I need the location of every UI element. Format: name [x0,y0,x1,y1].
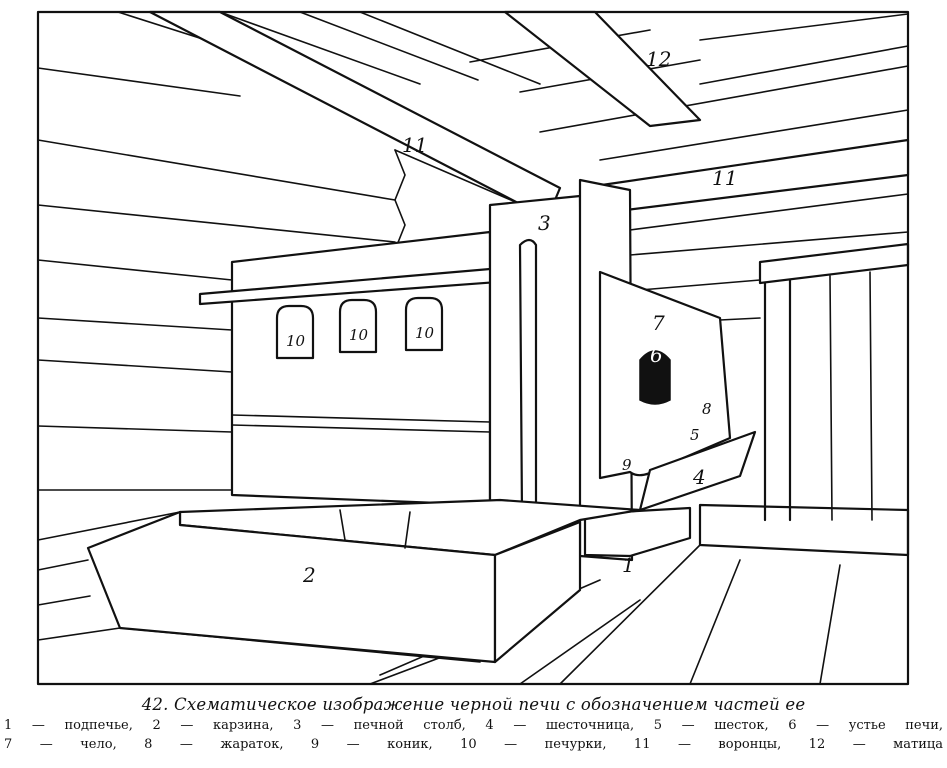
label-matitsa: 12 [646,47,671,71]
pechurki [275,296,444,360]
label-pechnoy-stolb: 3 [538,211,551,235]
label-pechurka-3: 10 [415,324,435,342]
label-konik: 9 [622,456,632,474]
label-ustye: 6 [650,343,663,367]
legend-line-2: 7 — чело, 8 — жараток, 9 — коник, 10 — п… [4,737,943,752]
label-voronets-left: 11 [402,133,427,157]
figure-caption: 42. Схематическое изображение черной печ… [0,694,947,754]
legend-line-1: 1 — подпечье, 2 — карзина, 3 — печной ст… [4,718,943,733]
label-karzina: 2 [302,563,316,587]
stove-diagram-svg: 1 2 3 4 5 6 7 8 9 10 10 10 11 11 12 [36,10,910,686]
caption-title: 42. Схематическое изображение черной печ… [141,695,806,714]
ceiling-beams [148,10,910,214]
stove-body [86,178,757,664]
label-voronets-right: 11 [712,166,737,190]
label-pechurka-1: 10 [286,332,306,350]
label-pechurka-2: 10 [349,326,369,344]
label-shestok: 5 [690,426,700,444]
caption-legend: 1 — подпечье, 2 — карзина, 3 — печной ст… [0,716,947,754]
label-podpeche: 1 [622,553,635,577]
label-shestochnitsa: 4 [692,465,706,489]
ceiling-boards [37,11,909,161]
room-frame [36,10,910,686]
back-right-walls [629,193,910,557]
label-zharatok: 8 [702,400,712,418]
part-labels: 1 2 3 4 5 6 7 8 9 10 10 10 11 11 12 [286,47,737,587]
left-log-wall [37,139,406,641]
stove-diagram: 1 2 3 4 5 6 7 8 9 10 10 10 11 11 12 [36,10,910,686]
label-chelo: 7 [652,311,665,335]
